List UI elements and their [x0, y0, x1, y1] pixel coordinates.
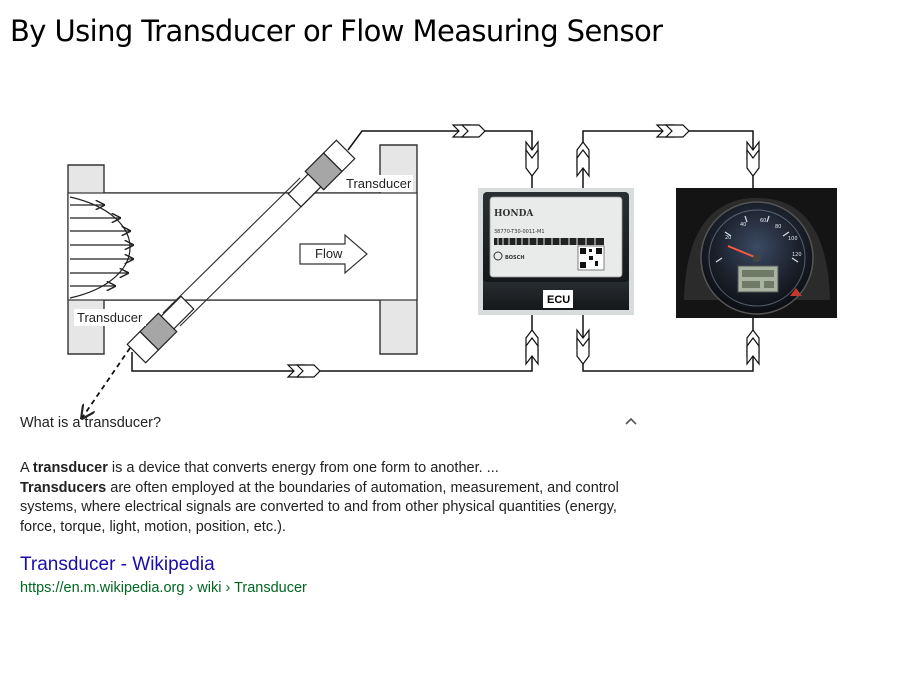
- svg-text:38770-T30-0011-M1: 38770-T30-0011-M1: [494, 229, 545, 235]
- wikipedia-url: https://en.m.wikipedia.org › wiki › Tran…: [20, 580, 307, 596]
- transducer-top: [287, 139, 356, 208]
- svg-text:20: 20: [725, 235, 731, 241]
- svg-text:Transducer: Transducer: [77, 310, 143, 325]
- ecu-photo: HONDA 38770-T30-0011-M1 BOSCH ECU: [478, 188, 634, 315]
- svg-text:120: 120: [792, 252, 802, 258]
- transducer-bottom-label: Transducer: [74, 309, 146, 326]
- answer-text: A: [20, 460, 33, 476]
- svg-text:100: 100: [788, 236, 798, 242]
- svg-text:60: 60: [760, 218, 766, 224]
- velocity-profile: [69, 196, 133, 299]
- svg-text:ECU: ECU: [547, 294, 570, 306]
- wikipedia-link[interactable]: Transducer - Wikipedia: [20, 554, 215, 575]
- callout-dashed-line: [82, 347, 131, 418]
- svg-text:Transducer: Transducer: [346, 176, 412, 191]
- faq-question[interactable]: What is a transducer?: [20, 415, 162, 431]
- answer-bold-term: Transducers: [20, 479, 107, 496]
- answer-bold-term: transducer: [32, 460, 108, 476]
- acoustic-path: [162, 177, 319, 327]
- flow-arrow: Flow: [299, 233, 368, 275]
- svg-text:BOSCH: BOSCH: [505, 255, 525, 261]
- dashboard-photo: 20 40 60 80 100 120: [676, 188, 837, 318]
- wire-direction-markers: [286, 124, 760, 378]
- svg-text:80: 80: [775, 224, 781, 230]
- svg-text:HONDA: HONDA: [494, 209, 534, 219]
- svg-text:40: 40: [740, 222, 746, 228]
- svg-text:Flow: Flow: [315, 246, 343, 261]
- faq-answer: A transducer is a device that converts e…: [20, 459, 630, 537]
- answer-text: are often employed at the boundaries of …: [20, 479, 619, 535]
- transducer-top-label: Transducer: [343, 175, 413, 192]
- chevron-up-icon[interactable]: [624, 413, 638, 430]
- transducer-bottom: [126, 295, 195, 364]
- slide-title: By Using Transducer or Flow Measuring Se…: [10, 14, 663, 48]
- answer-text: is a device that converts energy from on…: [107, 460, 499, 476]
- flow-measurement-diagram: Transducer Transducer Flow: [67, 124, 837, 430]
